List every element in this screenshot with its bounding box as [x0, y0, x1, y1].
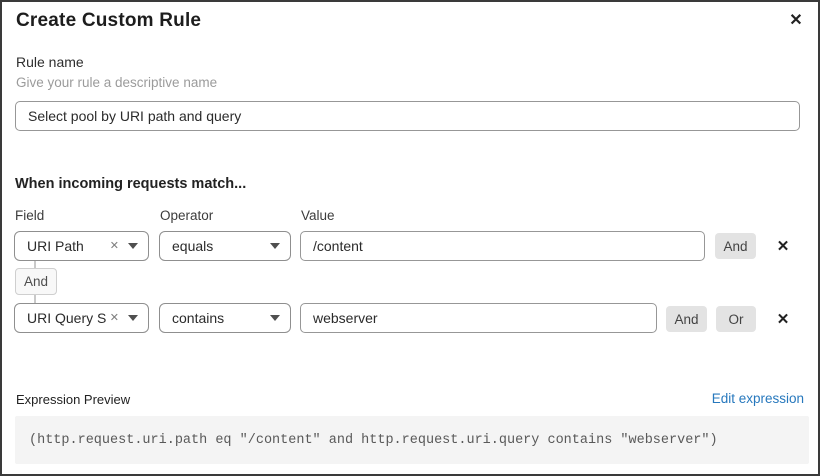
close-icon[interactable]: ✕	[784, 8, 808, 32]
expression-code: (http.request.uri.path eq "/content" and…	[29, 432, 718, 448]
remove-row2-icon[interactable]: ✕	[774, 310, 792, 328]
connector-and-badge: And	[15, 268, 57, 295]
and-button-row1[interactable]: And	[715, 233, 756, 259]
and-button-row2[interactable]: And	[666, 306, 707, 332]
connector-line-top	[34, 261, 36, 268]
rule-name-helper: Give your rule a descriptive name	[16, 75, 218, 90]
field-select-row2-value: URI Query St...	[27, 310, 106, 326]
field-select-row1-value: URI Path	[27, 238, 84, 254]
field-select-row2[interactable]: URI Query St... ✕	[14, 303, 149, 333]
chevron-down-icon	[128, 243, 138, 249]
edit-expression-link[interactable]: Edit expression	[711, 391, 804, 406]
connector-line-bottom	[34, 295, 36, 303]
rule-name-label: Rule name	[16, 54, 84, 70]
remove-row1-icon[interactable]: ✕	[774, 237, 792, 255]
operator-select-row1-value: equals	[172, 238, 214, 254]
expression-code-block: (http.request.uri.path eq "/content" and…	[15, 416, 809, 464]
operator-select-row2[interactable]: contains	[159, 303, 291, 333]
match-section-heading: When incoming requests match...	[15, 176, 247, 192]
clear-selection-icon[interactable]: ✕	[109, 311, 119, 324]
operator-select-row1[interactable]: equals	[159, 231, 291, 261]
chevron-down-icon	[128, 315, 138, 321]
value-input-row2[interactable]	[300, 303, 657, 333]
or-button-row2[interactable]: Or	[716, 306, 756, 332]
column-header-operator: Operator	[160, 208, 214, 223]
expression-preview-label: Expression Preview	[16, 392, 131, 407]
field-select-row1[interactable]: URI Path ✕	[14, 231, 149, 261]
column-header-field: Field	[15, 208, 45, 223]
operator-select-row2-value: contains	[172, 310, 225, 326]
chevron-down-icon	[270, 315, 280, 321]
value-input-row1[interactable]	[300, 231, 705, 261]
page-title: Create Custom Rule	[16, 10, 202, 31]
chevron-down-icon	[270, 243, 280, 249]
column-header-value: Value	[301, 208, 335, 223]
clear-selection-icon[interactable]: ✕	[109, 239, 119, 252]
rule-name-input[interactable]	[15, 101, 800, 131]
